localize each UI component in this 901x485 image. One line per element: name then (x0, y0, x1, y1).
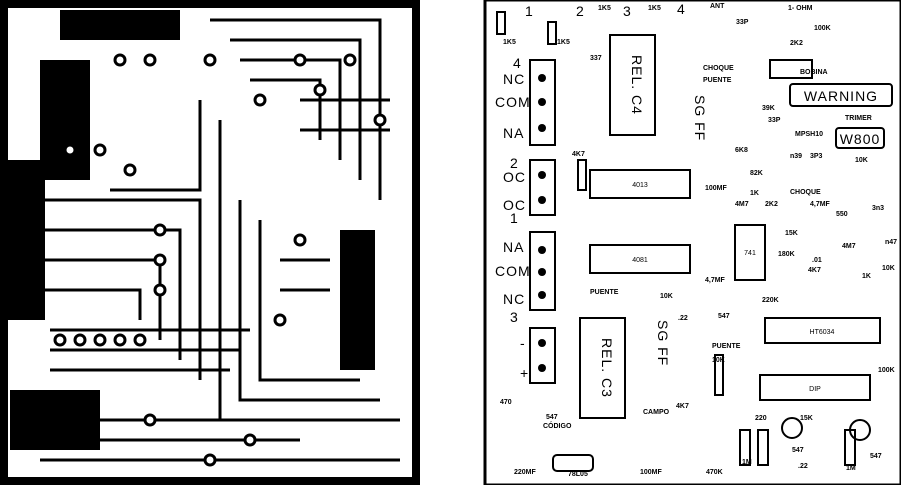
relay-c3-outline (579, 317, 626, 419)
conn-label-1: 1 (510, 210, 519, 226)
part-label-35: 1M (846, 465, 856, 472)
top-label-ant: ANT (710, 3, 725, 10)
part-label-15: 3n3 (872, 205, 884, 212)
part-label-17: 4M7 (842, 243, 856, 250)
part-label-10: 1K (750, 190, 759, 197)
part-label-36: 220 (755, 415, 767, 422)
sg-ff-lower: SG FF (655, 320, 671, 366)
part-label-2: 39K (762, 105, 775, 112)
part-label-11: 4,7MF (810, 201, 831, 208)
codigo-label: CÓDIGO (543, 421, 572, 430)
part-label-40: 100MF (705, 185, 728, 192)
model-label: W800 (840, 131, 881, 147)
top-label-33p: 33P (736, 19, 749, 26)
ic-4013-label: 4013 (632, 182, 648, 189)
relay-c4-outline (609, 34, 656, 136)
top-number-3: 3 (623, 3, 632, 19)
part-label-42: 4,7MF (705, 277, 726, 284)
part-label-13: 4M7 (735, 201, 749, 208)
part-label-39: 547 (870, 453, 882, 460)
conn-label-plus: + (520, 365, 529, 381)
relay-c3-label: REL. C3 (599, 338, 615, 398)
part-label-7: 3P3 (810, 153, 823, 160)
part-label-25: 547 (718, 313, 730, 320)
puente-label: PUENTE (703, 77, 732, 84)
part-label-0: 337 (590, 55, 602, 62)
campo-label: CAMPO (643, 409, 670, 416)
part-label-38: .22 (798, 463, 808, 470)
copper-layer-panel (0, 0, 420, 485)
top-number-4: 4 (677, 1, 686, 17)
part-label-18: n47 (885, 239, 897, 246)
trimer-label: TRIMER (845, 115, 872, 122)
sg-ff-upper: SG FF (692, 95, 708, 141)
part-label-33: 1M (742, 459, 752, 466)
part-label-4: MPSH10 (795, 131, 823, 138)
part-label-22: 10K (882, 265, 895, 272)
conn-label-com: COM (495, 94, 531, 110)
part-label-14: 550 (836, 211, 848, 218)
part-label-44: 10K (660, 293, 673, 300)
conn-label-oc: OC (503, 169, 526, 185)
relay-c4-label: REL. C4 (629, 55, 645, 115)
choque-label-2: CHOQUE (790, 189, 821, 196)
part-label-3: 33P (768, 117, 781, 124)
puente-label-3: PUENTE (712, 343, 741, 350)
ic-4081-label: 4081 (632, 257, 648, 264)
part-label-12: 2K2 (765, 201, 778, 208)
silkscreen-layer-panel: REL. C4 REL. C3 4 NC COM NA 2 OC OC 1 NA (483, 0, 901, 485)
puente-label-2: PUENTE (590, 289, 619, 296)
conn-label-2: 2 (510, 155, 519, 171)
part-label-43: .22 (678, 315, 688, 322)
part-label-32: 470K (706, 469, 723, 476)
part-label-29: 547 (546, 414, 558, 421)
part-label-9: 82K (750, 170, 763, 177)
conn-label-oc-2: OC (503, 197, 526, 213)
part-label-5: 6K8 (735, 147, 748, 154)
part-label-24: 220K (762, 297, 779, 304)
ic-ht6034-label: HT6034 (810, 329, 835, 336)
ic-741-label: 741 (744, 250, 756, 257)
conn-label-com-2: COM (495, 263, 531, 279)
part-label-1: 4K7 (572, 151, 585, 158)
part-label-34: 547 (792, 447, 804, 454)
part-label-28: 470 (500, 399, 512, 406)
top-number-2: 2 (576, 3, 585, 19)
part-label-30: 220MF (514, 469, 537, 476)
top-label-1k5-a: 1K5 (503, 39, 516, 46)
top-label-1k5-c: 1K5 (598, 5, 611, 12)
part-label-37: 15K (800, 415, 813, 422)
ic-dip-label: DIP (809, 386, 821, 393)
top-label-2k2: 2K2 (790, 40, 803, 47)
conn-label-3: 3 (510, 309, 519, 325)
top-label-1k5-d: 1K5 (648, 5, 661, 12)
part-label-26: 10K (712, 357, 725, 364)
warning-label: WARNING (804, 88, 878, 104)
part-label-20: .01 (812, 257, 822, 264)
conn-label-na: NA (503, 125, 524, 141)
part-label-6: n39 (790, 153, 802, 160)
part-label-21: 4K7 (808, 267, 821, 274)
conn-label-nc: NC (503, 71, 525, 87)
conn-label-4: 4 (513, 55, 522, 71)
part-label-41: 4K7 (676, 403, 689, 410)
top-label-100k: 100K (814, 25, 831, 32)
part-label-16: 15K (785, 230, 798, 237)
conn-label-na-2: NA (503, 239, 524, 255)
part-label-8: 10K (855, 157, 868, 164)
part-label-19: 180K (778, 251, 795, 258)
top-label-ohm: 1- OHM (788, 5, 813, 12)
part-label-23: 1K (862, 273, 871, 280)
choque-label: CHOQUE (703, 65, 734, 72)
top-label-1k5-b: 1K5 (557, 39, 570, 46)
conn-label-minus: - (520, 335, 526, 351)
conn-label-nc-2: NC (503, 291, 525, 307)
part-label-27: 100K (878, 367, 895, 374)
regulator-label: 78L05 (568, 471, 588, 478)
bobina-label: BOBINA (800, 69, 828, 76)
top-number-1: 1 (525, 3, 534, 19)
part-label-31: 100MF (640, 469, 663, 476)
